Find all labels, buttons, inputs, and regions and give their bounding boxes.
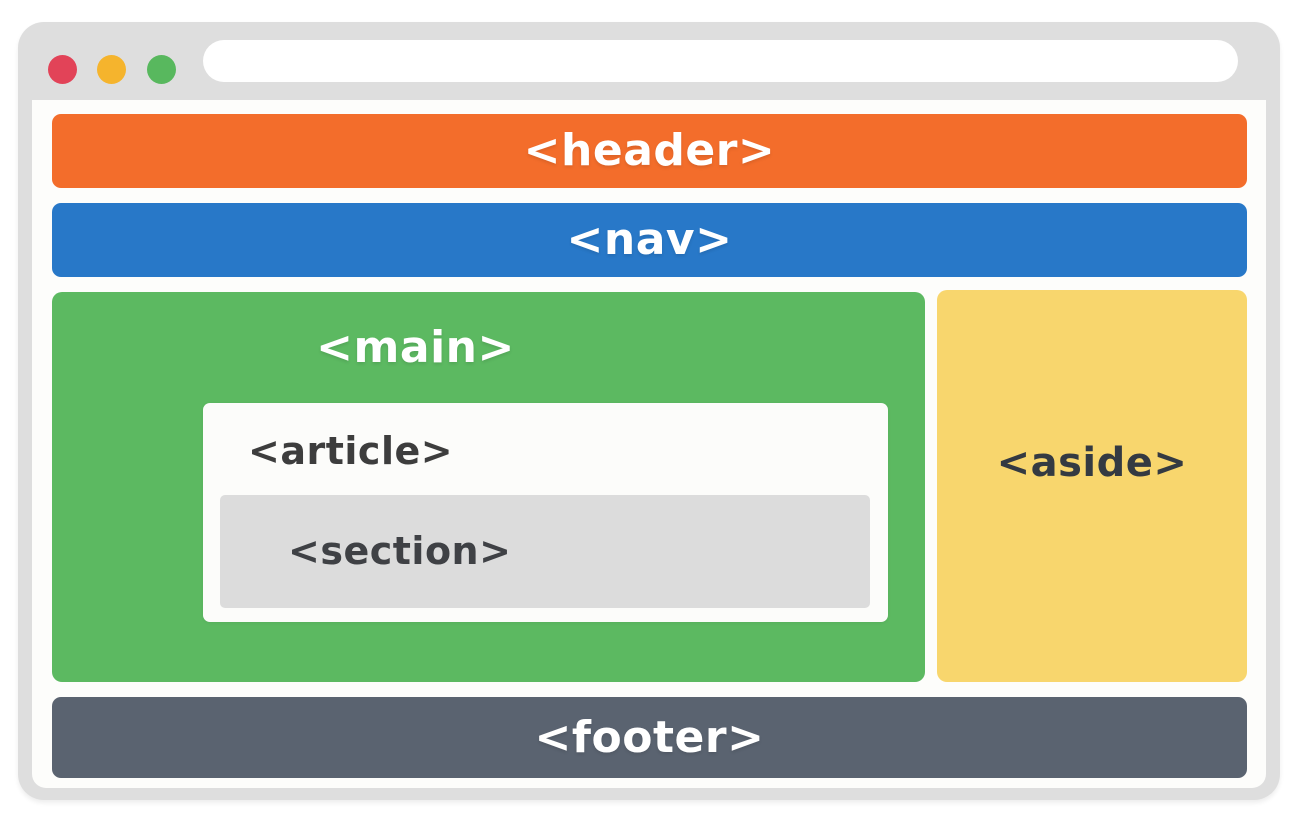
nav-block: <nav> (52, 203, 1247, 277)
browser-chrome (18, 22, 1280, 100)
footer-block: <footer> (52, 697, 1247, 778)
aside-block: <aside> (937, 290, 1247, 682)
article-label: <article> (248, 429, 454, 473)
main-label: <main> (316, 322, 515, 373)
minimize-window-icon[interactable] (97, 55, 126, 84)
address-bar[interactable] (203, 40, 1238, 82)
aside-label: <aside> (996, 440, 1188, 486)
close-window-icon[interactable] (48, 55, 77, 84)
section-label: <section> (288, 529, 512, 573)
nav-label: <nav> (566, 214, 733, 265)
footer-label: <footer> (534, 712, 765, 763)
header-label: <header> (523, 125, 776, 176)
browser-window: <header> <nav> <main> <article> <section… (18, 22, 1280, 800)
header-block: <header> (52, 114, 1247, 188)
main-block: <main> <article> <section> (52, 292, 925, 682)
article-block: <article> <section> (203, 403, 888, 622)
maximize-window-icon[interactable] (147, 55, 176, 84)
page-canvas: <header> <nav> <main> <article> <section… (32, 100, 1266, 788)
section-block: <section> (220, 495, 870, 608)
